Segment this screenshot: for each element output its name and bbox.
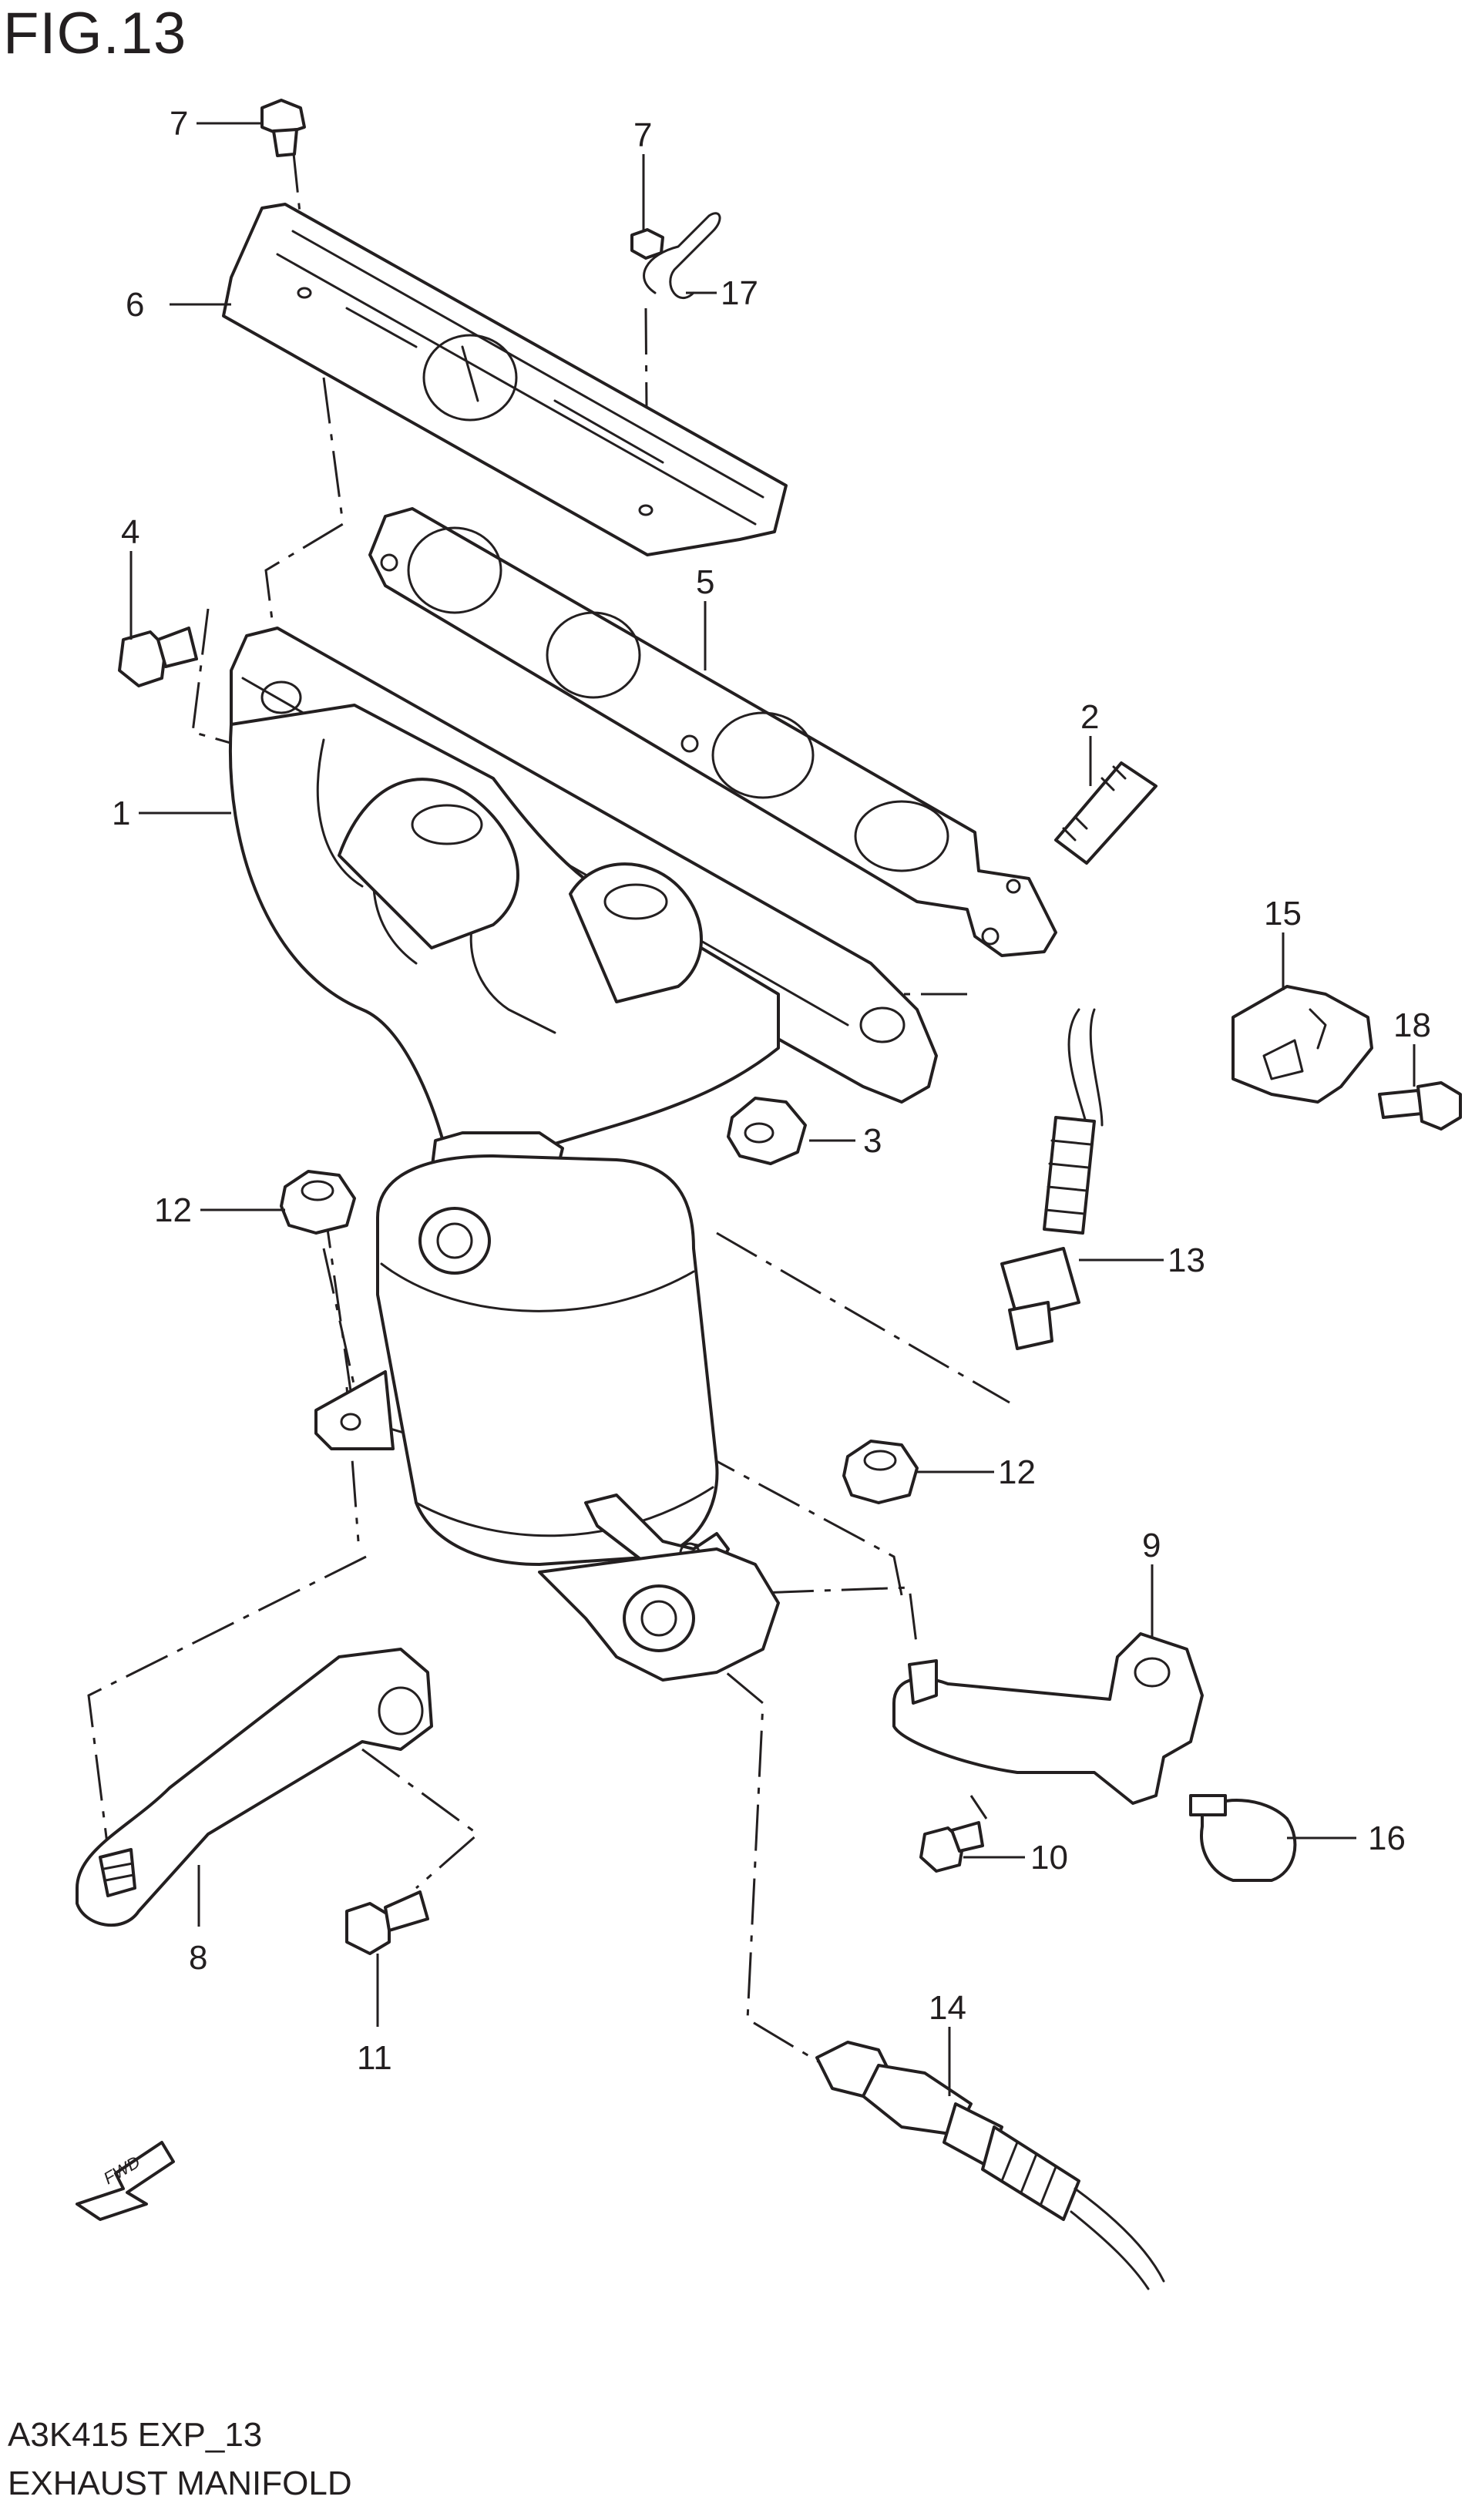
callout-6: 6 bbox=[126, 286, 144, 324]
callout-3: 3 bbox=[863, 1122, 882, 1160]
heat-shield bbox=[222, 203, 788, 556]
callout-2: 2 bbox=[1080, 698, 1099, 736]
callout-13: 13 bbox=[1168, 1242, 1205, 1279]
oxygen-sensor-lower bbox=[815, 2041, 1165, 2290]
stud bbox=[1054, 761, 1158, 865]
callout-18: 18 bbox=[1393, 1006, 1431, 1044]
figure-code: A3K415 EXP_13 bbox=[8, 2416, 263, 2454]
figure-name: EXHAUST MANIFOLD bbox=[8, 2465, 352, 2502]
wire-clip bbox=[643, 212, 721, 299]
callout-15: 15 bbox=[1264, 895, 1302, 932]
leader-lines bbox=[129, 122, 1416, 2096]
bolt-10 bbox=[919, 1821, 984, 1873]
callout-8: 8 bbox=[189, 1939, 207, 1977]
nut-12-lower bbox=[842, 1440, 919, 1504]
callout-7-left: 7 bbox=[170, 105, 188, 143]
callout-12-lower: 12 bbox=[998, 1453, 1036, 1491]
callout-10: 10 bbox=[1030, 1839, 1068, 1877]
callout-9: 9 bbox=[1142, 1527, 1161, 1564]
lower-bracket bbox=[76, 1648, 433, 1927]
callout-4: 4 bbox=[121, 513, 139, 551]
callout-16: 16 bbox=[1368, 1819, 1406, 1857]
manifold-gasket bbox=[368, 507, 1057, 957]
bolt-18 bbox=[1378, 1081, 1462, 1131]
callout-17: 17 bbox=[721, 274, 758, 312]
callout-14: 14 bbox=[929, 1989, 966, 2027]
callout-1: 1 bbox=[112, 795, 130, 832]
nut-12-upper bbox=[280, 1170, 356, 1235]
exhaust-manifold-assembly bbox=[229, 627, 938, 1682]
callout-11: 11 bbox=[357, 2039, 392, 2077]
bracket-9 bbox=[892, 1632, 1204, 1805]
callout-12-upper: 12 bbox=[154, 1191, 192, 1229]
callout-5: 5 bbox=[696, 563, 714, 601]
callout-numbers: 7 7 17 6 4 5 2 1 15 18 3 12 13 12 9 16 1… bbox=[112, 105, 1431, 2077]
bolt-4 bbox=[118, 627, 198, 687]
bolt-11 bbox=[345, 1890, 429, 1955]
oxygen-sensor-upper bbox=[1000, 1008, 1104, 1350]
hose-clamp bbox=[1189, 1794, 1297, 1882]
bracket-15 bbox=[1231, 985, 1373, 1104]
alignment-lines bbox=[87, 146, 1010, 2067]
bolt-7-left bbox=[260, 99, 306, 157]
callout-7-right: 7 bbox=[633, 116, 652, 154]
flange-nut bbox=[727, 1097, 807, 1165]
forward-arrow-icon: FWD bbox=[76, 2141, 175, 2221]
figure-title: FIG.13 bbox=[3, 1, 187, 66]
